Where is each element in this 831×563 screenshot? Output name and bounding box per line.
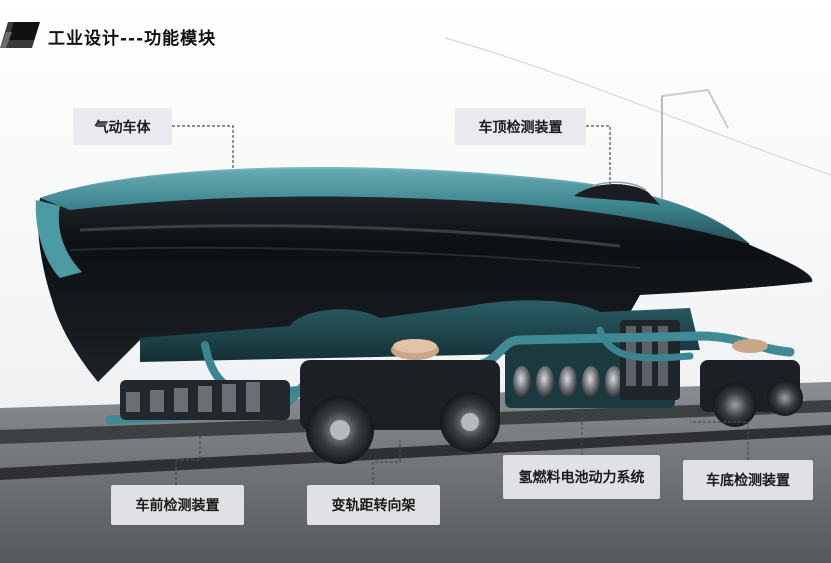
parallelogram-logo-icon bbox=[0, 22, 40, 48]
callout-gauge-bogie: 变轨距转向架 bbox=[307, 485, 440, 525]
callout-fuel-cell-system: 氢燃料电池动力系统 bbox=[503, 455, 660, 499]
fuel-cell-cylinders bbox=[513, 366, 623, 398]
callout-front-detection: 车前检测装置 bbox=[111, 485, 244, 525]
page-title: 工业设计---功能模块 bbox=[48, 29, 217, 49]
callout-roof-detection: 车顶检测装置 bbox=[455, 108, 586, 145]
front-detection-sensors bbox=[126, 382, 260, 412]
callout-aero-body: 气动车体 bbox=[73, 108, 172, 145]
callout-underbody-detection: 车底检测装置 bbox=[683, 460, 813, 500]
